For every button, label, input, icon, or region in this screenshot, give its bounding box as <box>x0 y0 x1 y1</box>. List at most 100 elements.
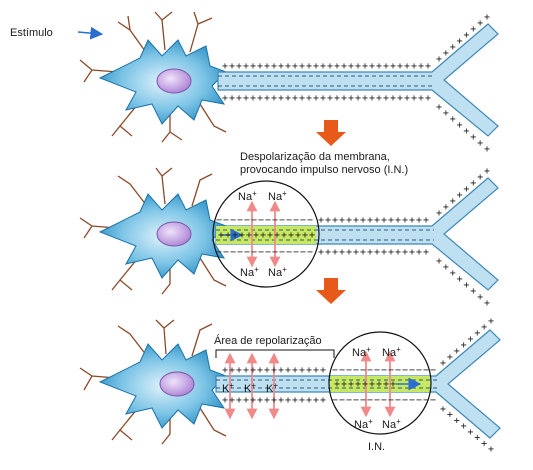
sodium-arrows <box>360 350 396 418</box>
positive-charge: + <box>447 352 453 363</box>
positive-charge: + <box>474 328 480 339</box>
negative-charge: − <box>423 365 429 376</box>
positive-charge: + <box>353 215 359 226</box>
nucleus <box>156 68 192 94</box>
positive-charge: + <box>309 230 315 241</box>
negative-charge: − <box>381 395 387 406</box>
positive-charge: + <box>292 365 298 376</box>
positive-charge: + <box>362 93 368 104</box>
positive-charge: + <box>332 215 338 226</box>
positive-charge: + <box>250 365 256 376</box>
negative-charge: − <box>353 395 359 406</box>
step-arrow-2 <box>316 278 346 304</box>
positive-charge: + <box>470 286 476 297</box>
impulse-label: I.N. <box>368 441 385 453</box>
positive-charge: + <box>285 395 291 406</box>
positive-charge: + <box>229 93 235 104</box>
caption-line-2: provocando impulso nervoso (I.N.) <box>240 164 408 176</box>
positive-charge: + <box>236 395 242 406</box>
stimulus-label: Estímulo <box>10 27 53 39</box>
positive-charge: + <box>425 93 431 104</box>
negative-charge: − <box>216 215 222 226</box>
positive-charge: + <box>285 365 291 376</box>
positive-charge: + <box>461 340 467 351</box>
positive-charge: + <box>250 93 256 104</box>
negative-charge: − <box>307 215 313 226</box>
negative-charge: − <box>395 395 401 406</box>
positive-charge: + <box>320 395 326 406</box>
negative-charge: − <box>388 395 394 406</box>
positive-charge: + <box>450 268 456 279</box>
stimulus-annotation: Estímulo <box>10 26 104 40</box>
positive-charge: + <box>443 48 449 59</box>
positive-charge: + <box>457 274 463 285</box>
positive-charge: + <box>222 93 228 104</box>
axon <box>215 177 499 291</box>
positive-charge: + <box>402 247 408 258</box>
positive-charge: + <box>367 215 373 226</box>
positive-charge: + <box>306 93 312 104</box>
positive-charge: + <box>470 132 476 143</box>
positive-charge: + <box>243 61 249 72</box>
positive-charge: + <box>470 178 476 189</box>
positive-charge: + <box>381 215 387 226</box>
positive-charge: + <box>327 61 333 72</box>
positive-charge: + <box>355 61 361 72</box>
negative-charge: − <box>409 395 415 406</box>
svg-text:Na+: Na+ <box>238 189 257 203</box>
positive-charge: + <box>339 247 345 258</box>
negative-charge: − <box>416 365 422 376</box>
positive-charge: + <box>443 202 449 213</box>
negative-charge: − <box>388 365 394 376</box>
positive-charge: + <box>443 108 449 119</box>
negative-charge: − <box>339 365 345 376</box>
positive-charge: + <box>222 395 228 406</box>
positive-charge: + <box>369 61 375 72</box>
positive-charge: + <box>477 172 483 183</box>
positive-charge: + <box>436 54 442 65</box>
positive-charge: + <box>457 120 463 131</box>
positive-charge: + <box>250 61 256 72</box>
positive-charge: + <box>463 280 469 291</box>
negative-charge: − <box>300 215 306 226</box>
positive-charge: + <box>454 415 460 426</box>
positive-charge: + <box>376 379 382 390</box>
positive-charge: + <box>367 247 373 258</box>
positive-charge: + <box>409 247 415 258</box>
positive-charge: + <box>278 61 284 72</box>
positive-charge: + <box>257 395 263 406</box>
negative-charge: − <box>367 395 373 406</box>
potassium-labels: K+ K+ K+ <box>222 381 278 395</box>
svg-text:Na+: Na+ <box>240 265 259 279</box>
positive-charge: + <box>313 395 319 406</box>
sodium-labels: Na+ Na+ Na+ Na+ <box>238 189 287 279</box>
positive-charge: + <box>320 93 326 104</box>
positive-charge: + <box>353 247 359 258</box>
positive-charge: + <box>232 230 238 241</box>
positive-charge: + <box>334 61 340 72</box>
positive-charge: + <box>395 215 401 226</box>
positive-charge: + <box>481 322 487 333</box>
positive-charge: + <box>436 102 442 113</box>
neuron-propagation: K+ K+ K+ Na+ Na+ Na+ Na+ I.N. <box>79 319 501 453</box>
positive-charge: + <box>320 61 326 72</box>
svg-text:Na+: Na+ <box>352 345 371 359</box>
positive-charge: + <box>463 30 469 41</box>
positive-charge: + <box>423 215 429 226</box>
sodium-labels: Na+ Na+ Na+ Na+ <box>352 345 401 431</box>
repolarization-label: Área de repolarização <box>214 334 322 347</box>
positive-charge: + <box>267 230 273 241</box>
positive-charge: + <box>440 404 446 415</box>
positive-charge: + <box>450 114 456 125</box>
positive-charge: + <box>402 215 408 226</box>
positive-charge: + <box>229 61 235 72</box>
positive-charge: + <box>229 395 235 406</box>
positive-charge: + <box>390 61 396 72</box>
negative-charge: − <box>409 365 415 376</box>
positive-charge: + <box>381 247 387 258</box>
axon <box>217 23 499 137</box>
negative-charge: − <box>346 365 352 376</box>
positive-charge: + <box>383 379 389 390</box>
positive-charge: + <box>348 93 354 104</box>
